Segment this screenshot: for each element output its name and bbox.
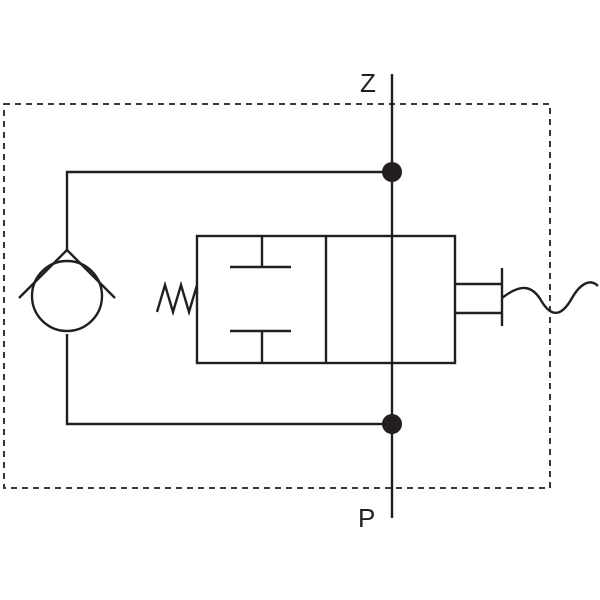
blocked-port-top-symbol xyxy=(230,236,291,269)
electrical-signal-wave-icon xyxy=(501,281,599,314)
solenoid-body xyxy=(455,282,502,315)
two-position-valve xyxy=(195,234,457,365)
enclosure-dashed-border xyxy=(3,103,551,489)
solenoid-actuator xyxy=(455,268,599,326)
blocked-port-bottom-symbol xyxy=(230,329,291,363)
port-label-p: P xyxy=(358,503,375,533)
bypass-line-bottom xyxy=(65,334,392,426)
check-valve-seat xyxy=(18,248,116,299)
spring-icon xyxy=(155,280,199,317)
port-label-z: Z xyxy=(360,68,376,98)
check-valve xyxy=(18,248,116,333)
bypass-line-top xyxy=(65,170,392,252)
check-valve-circle xyxy=(30,259,104,333)
